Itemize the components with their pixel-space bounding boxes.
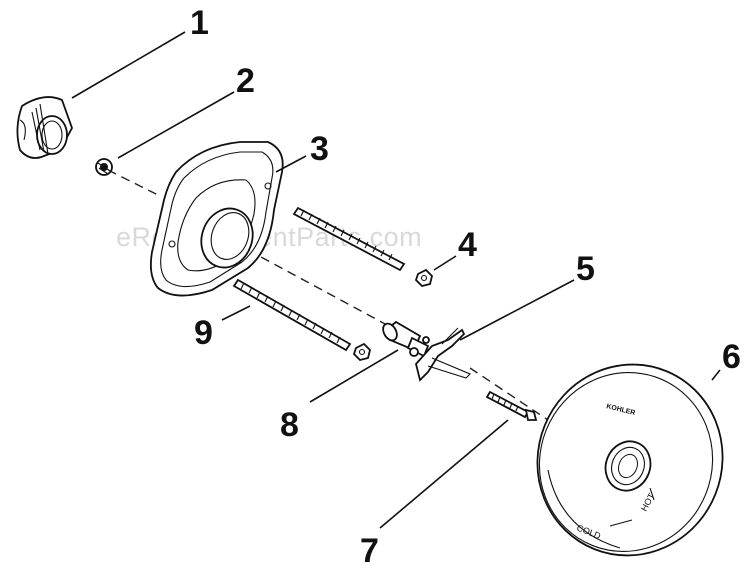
part-2-small-nut xyxy=(95,158,113,176)
part-7-screw xyxy=(485,390,538,421)
callout-9: 9 xyxy=(194,314,213,352)
leader-5 xyxy=(459,279,575,341)
callout-1: 1 xyxy=(190,4,209,42)
part-8-stem-adapter xyxy=(382,320,430,358)
callout-3: 3 xyxy=(310,130,329,168)
leader-2 xyxy=(117,91,235,159)
assembly-centerline xyxy=(107,169,549,421)
callout-7: 7 xyxy=(360,532,379,570)
leader-7 xyxy=(379,419,509,529)
callout-2: 2 xyxy=(236,62,255,100)
callout-5: 5 xyxy=(576,250,595,288)
leader-1 xyxy=(71,31,186,99)
leader-8 xyxy=(309,349,399,403)
part-5-clip xyxy=(415,327,471,382)
callout-6: 6 xyxy=(722,338,741,376)
part-6-trim-plate: KOHLER COLD HOT xyxy=(536,363,724,557)
part-4-nut xyxy=(414,268,433,287)
callout-8: 8 xyxy=(280,406,299,444)
part-3-mounting-plate xyxy=(149,141,284,297)
part-9-nut xyxy=(352,342,371,361)
leader-6 xyxy=(711,369,721,381)
leader-3 xyxy=(275,155,307,173)
callout-4: 4 xyxy=(458,226,477,264)
part-1-threaded-adapter xyxy=(16,96,73,159)
leader-4 xyxy=(433,255,457,271)
leader-9 xyxy=(221,305,251,321)
part-9-long-screw xyxy=(232,278,352,352)
part-4-long-screw xyxy=(292,206,406,272)
